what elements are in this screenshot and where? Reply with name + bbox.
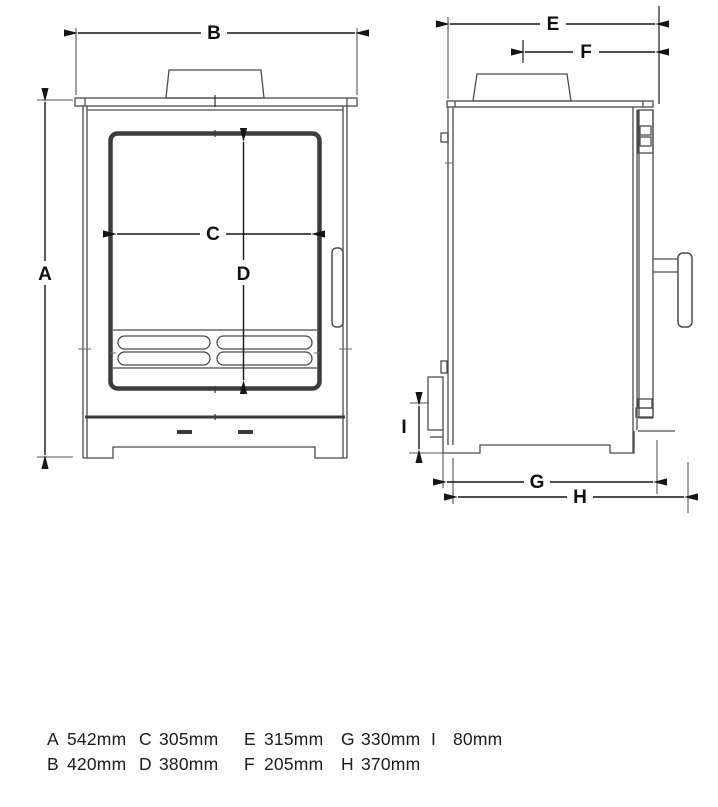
side-body-outline (430, 107, 638, 454)
rear-outlet (427, 360, 448, 431)
dim-label-b: B (201, 23, 227, 44)
svg-text:F: F (580, 42, 592, 63)
dim-label-c: C (200, 224, 226, 245)
dim-label-d: D (231, 260, 256, 285)
dim-label-i: I (397, 417, 412, 438)
svg-text:D: D (237, 264, 251, 285)
door-latch-bottom (635, 398, 654, 418)
front-body-outline (78, 106, 352, 459)
flue-collar-side (472, 73, 572, 102)
top-plate-side (446, 100, 654, 108)
door-handle-front (331, 247, 344, 328)
extension-lines (37, 6, 689, 513)
side-view (427, 73, 693, 454)
vent-slot (117, 335, 211, 350)
air-vent-panel (110, 329, 320, 369)
dim-label-h: H (567, 487, 593, 508)
dim-label-f: F (573, 42, 599, 63)
front-view (74, 69, 358, 459)
door-handle-side (653, 252, 693, 328)
svg-text:A: A (38, 264, 52, 285)
svg-text:B: B (207, 23, 221, 44)
svg-text:E: E (547, 14, 560, 35)
vent-slot (216, 351, 313, 366)
svg-text:H: H (573, 487, 587, 508)
svg-text:I: I (401, 417, 406, 438)
door-latch-top (637, 109, 654, 154)
flue-collar-front (165, 69, 265, 99)
rear-tab (440, 132, 449, 143)
plinth-slots (177, 430, 253, 434)
vent-slot (216, 335, 313, 350)
dimension-labels: B A C D E F G H (33, 14, 599, 508)
dim-label-a: A (33, 261, 57, 285)
vent-slot (117, 351, 211, 366)
dimension-lines (41, 20, 698, 501)
dim-label-g: G (524, 472, 550, 493)
door-window-frame (108, 131, 322, 391)
dim-label-e: E (540, 14, 566, 35)
svg-text:G: G (530, 472, 545, 493)
svg-text:C: C (206, 224, 220, 245)
door-edge-side (635, 109, 675, 432)
top-plate-front (74, 97, 358, 107)
